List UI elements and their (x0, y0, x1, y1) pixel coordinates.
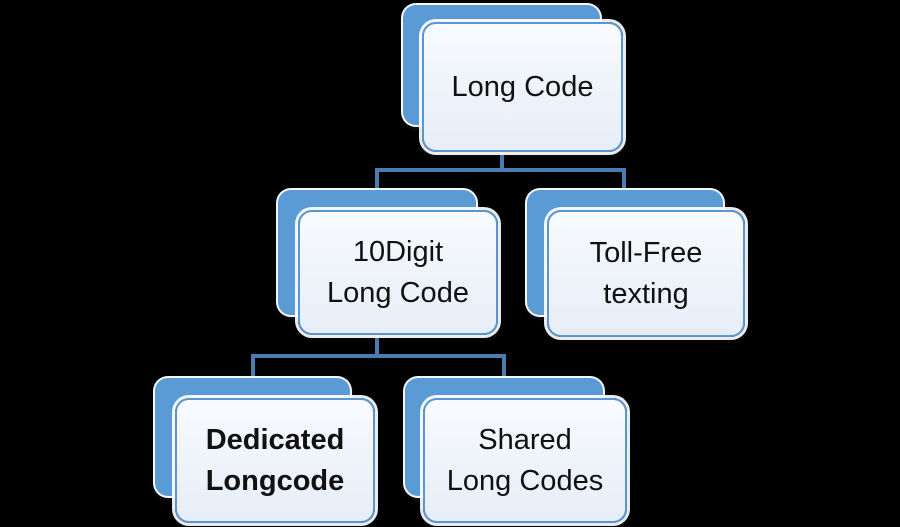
node-label: Long Code (451, 70, 594, 103)
connector-drop-shared (502, 354, 506, 380)
node-label: 10Digit (352, 236, 444, 269)
connector-bar-level3 (251, 354, 506, 358)
node-label: Long Code (327, 276, 469, 309)
node-label: Toll-Free (589, 237, 703, 270)
node-long-code: Long Code (422, 22, 623, 152)
node-ten-digit-long-code: 10Digit Long Code (298, 210, 498, 335)
connector-drop-dedicated (251, 354, 255, 380)
connector-drop-ten-digit (375, 168, 379, 192)
connector-stem-long-code (500, 150, 504, 172)
node-label: Dedicated (205, 424, 345, 457)
connector-drop-toll-free (622, 168, 626, 192)
node-shared-long-codes: Shared Long Codes (423, 398, 627, 523)
node-label: Long Codes (446, 464, 604, 497)
node-toll-free-texting: Toll-Free texting (547, 210, 745, 337)
node-label: Shared (478, 424, 572, 457)
node-dedicated-longcode: Dedicated Longcode (175, 398, 375, 523)
node-label: texting (603, 277, 689, 310)
connector-bar-level2 (375, 168, 626, 172)
connector-stem-ten-digit (375, 333, 379, 358)
node-label: Longcode (205, 464, 345, 497)
